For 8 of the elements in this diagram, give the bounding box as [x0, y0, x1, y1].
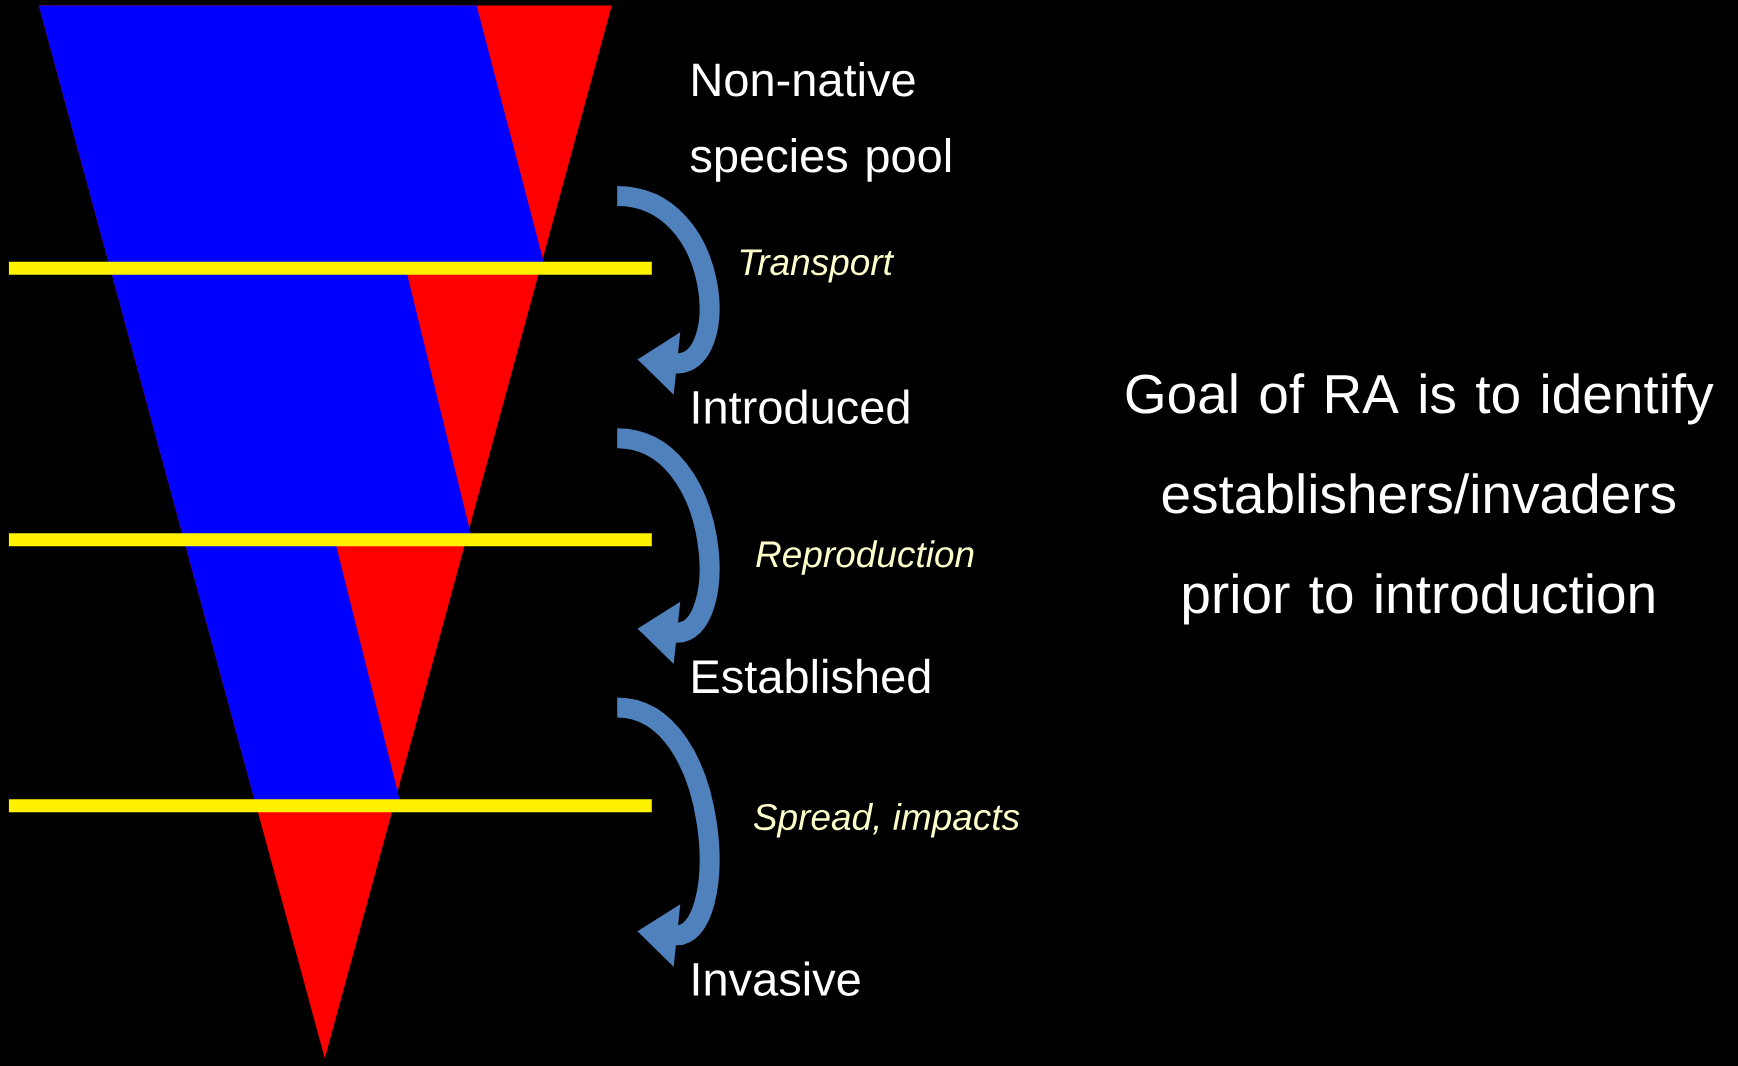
edge-label: Transport — [740, 249, 895, 283]
goal-statement: Goal of RA is to identify establishers/invaders prior to introduction — [1126, 373, 1714, 625]
edge-label: Spread, impacts — [753, 802, 1020, 838]
stage-label: Non-native species pool — [690, 62, 951, 182]
stage-label: Introduced — [693, 389, 909, 425]
stage-label: Established — [693, 658, 930, 694]
stage-label: Invasive — [693, 961, 860, 996]
edge-label: Reproduction — [756, 540, 974, 575]
